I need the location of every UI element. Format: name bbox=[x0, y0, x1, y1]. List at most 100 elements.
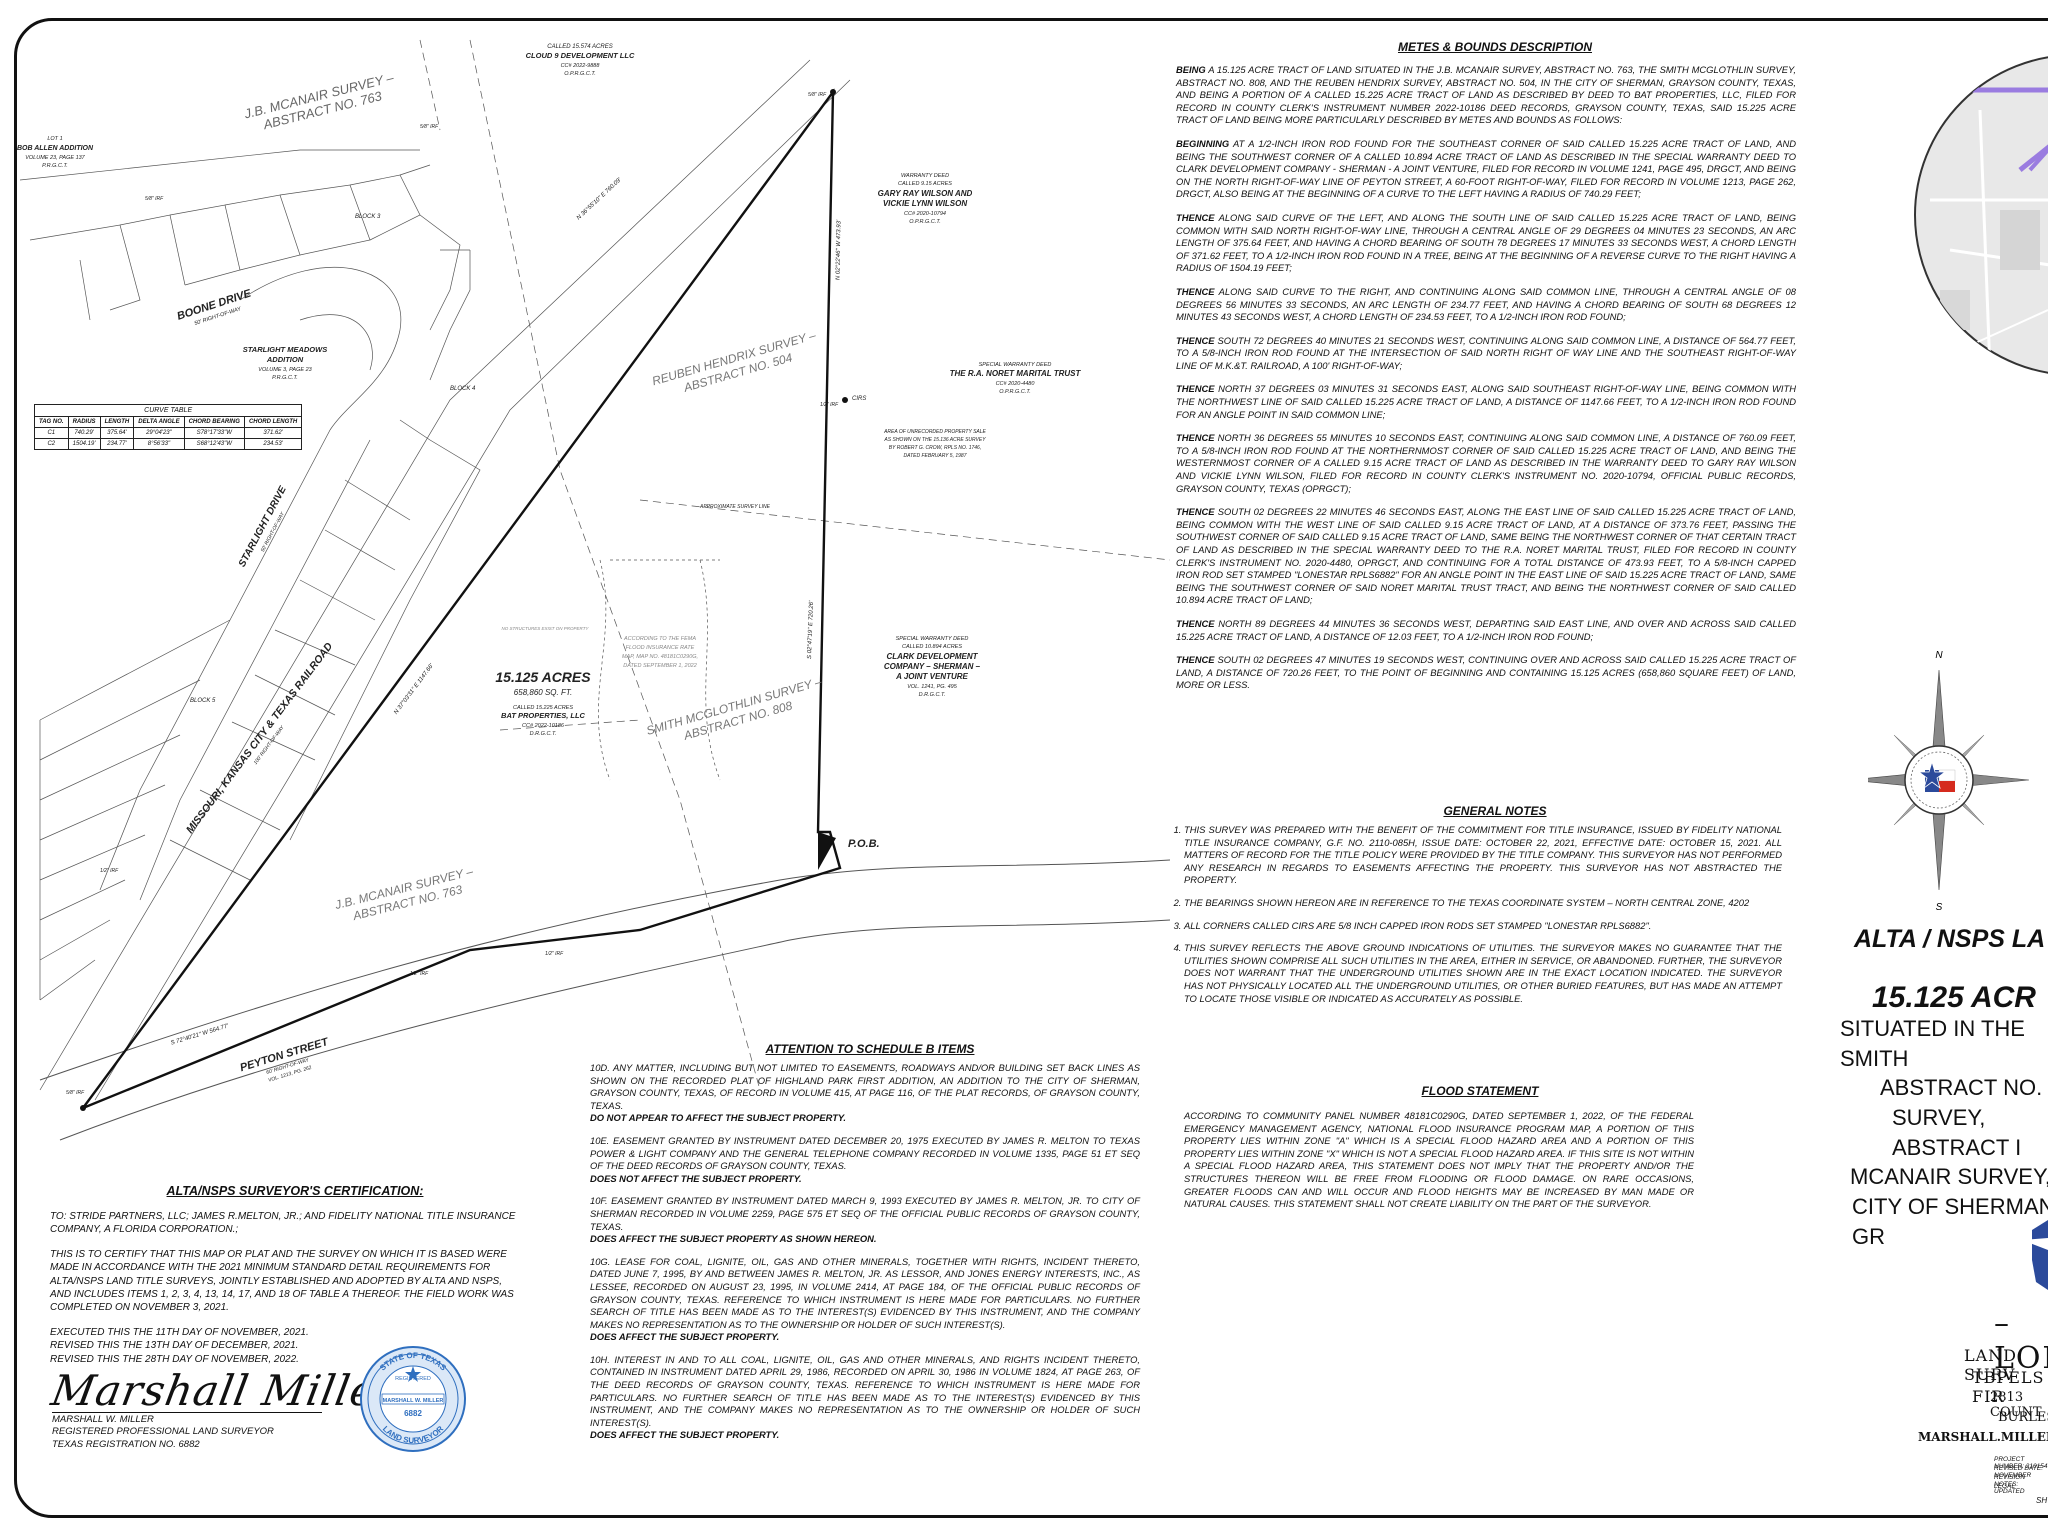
project-number: PROJECT NUMBER: 210154 bbox=[1994, 1456, 2048, 1470]
curve-cell: 29°04'23" bbox=[133, 427, 185, 439]
label-wd-ref: CC# 2020-10794 bbox=[904, 211, 946, 217]
label-cirs: CIRS bbox=[852, 396, 866, 402]
label-pob: P.O.B. bbox=[848, 838, 880, 850]
compass-s-label: S bbox=[1936, 902, 1943, 913]
curve-cell: 234.77' bbox=[99, 438, 135, 450]
north-arrow-compass: N S W bbox=[1868, 650, 2030, 913]
flood-text: ACCORDING TO COMMUNITY PANEL NUMBER 4818… bbox=[1184, 1110, 1694, 1210]
label-block5: BLOCK 5 bbox=[190, 698, 216, 704]
corner-marker bbox=[80, 1105, 86, 1111]
label-fema3: MAP, MAP NO. 48181C0290G, bbox=[622, 654, 698, 660]
corner-marker bbox=[830, 89, 836, 95]
label-cloud9: CLOUD 9 DEVELOPMENT LLC bbox=[526, 51, 635, 60]
metes-paragraph: BEING A 15.125 ACRE TRACT OF LAND SITUAT… bbox=[1176, 64, 1796, 126]
general-notes-heading: GENERAL NOTES bbox=[1443, 804, 1547, 818]
label-special-wd: SPECIAL WARRANTY DEED bbox=[979, 362, 1052, 368]
table-row: C1 740.29' 375.64' 29°04'23" S78°17'33"W… bbox=[34, 427, 303, 439]
bearing-sw: N 37°03'31" E 1147.66' bbox=[393, 662, 435, 715]
list-item: 10g. LEASE FOR COAL, LIGNITE, OIL, GAS A… bbox=[590, 1255, 1140, 1343]
metes-paragraph: THENCE NORTH 89 DEGREES 44 MINUTES 36 SE… bbox=[1176, 617, 1796, 642]
seal-name: MARSHALL W. MILLER bbox=[383, 1398, 444, 1404]
company-logo-icon bbox=[2032, 1220, 2048, 1290]
iron-rod-label: 5/8" IRF bbox=[808, 92, 827, 98]
metes-paragraph: THENCE SOUTH 72 DEGREES 40 MINUTES 21 SE… bbox=[1176, 334, 1796, 371]
title-sub2: ABSTRACT NO. 808; bbox=[1880, 1075, 2048, 1101]
pob-marker bbox=[818, 832, 836, 870]
revision-notes: REVISION NOTES: UPDATED bbox=[1994, 1474, 2026, 1495]
metes-bounds-description: BEING A 15.125 ACRE TRACT OF LAND SITUAT… bbox=[1176, 64, 1796, 703]
label-cloud9-ref: CC# 2022-9888 bbox=[561, 63, 601, 69]
metes-paragraph: THENCE SOUTH 02 DEGREES 47 MINUTES 19 SE… bbox=[1176, 654, 1796, 691]
flood-heading: FLOOD STATEMENT bbox=[1421, 1084, 1539, 1098]
label-clark-vol: VOL. 1241, PG. 495 bbox=[907, 684, 957, 690]
label-clark-ref: D.R.G.C.T. bbox=[919, 692, 946, 698]
label-vickie-wilson: VICKIE LYNN WILSON bbox=[883, 199, 968, 208]
bearing-top: N 36°55'10" E 760.09' bbox=[576, 177, 624, 222]
vicinity-map bbox=[1914, 56, 2048, 374]
schedule-b-items: 10d. ANY MATTER, INCLUDING BUT NOT LIMIT… bbox=[590, 1062, 1140, 1452]
iron-rod-label: 5/8" IRF bbox=[66, 1090, 85, 1096]
iron-rod-label: 5/8" IRF bbox=[420, 124, 439, 130]
tract-boundary bbox=[82, 88, 842, 1110]
table-row: C2 1504.19' 234.77' 8°56'33" S68°12'43"W… bbox=[34, 438, 303, 450]
label-starlight-drive: STARLIGHT DRIVE bbox=[237, 484, 289, 569]
general-notes: THIS SURVEY WAS PREPARED WITH THE BENEFI… bbox=[1172, 824, 1782, 1015]
label-acres: 15.125 ACRES bbox=[495, 669, 591, 685]
surveyor-reg: TEXAS REGISTRATION NO. 6882 bbox=[52, 1438, 200, 1450]
label-bat-ref: CC# 2022-10186 bbox=[522, 723, 565, 729]
list-item: 10h. INTEREST IN AND TO ALL COAL, LIGNIT… bbox=[590, 1353, 1140, 1441]
certification-revised: REVISED THIS THE 13TH DAY OF DECEMBER, 2… bbox=[50, 1340, 299, 1352]
label-block4: BLOCK 4 bbox=[450, 386, 476, 392]
curve-cell: 375.64' bbox=[99, 427, 135, 439]
surveyor-info: MARSHALL W. MILLER REGISTERED PROFESSION… bbox=[52, 1414, 352, 1451]
label-noret-ref: CC# 2020-4480 bbox=[996, 381, 1036, 387]
surveyor-name: MARSHALL W. MILLER bbox=[52, 1414, 154, 1425]
title-sub3: SURVEY, ABSTRACT I bbox=[1892, 1105, 2022, 1160]
list-item: THE BEARINGS SHOWN HEREON ARE IN REFEREN… bbox=[1184, 897, 1782, 910]
company-name: –LONE bbox=[1994, 1306, 2048, 1376]
list-item: ALL CORNERS CALLED CIRS ARE 5/8 INCH CAP… bbox=[1184, 920, 1782, 933]
label-cloud9-ref2: O.P.R.G.C.T. bbox=[564, 71, 595, 77]
list-item: 10f. EASEMENT GRANTED BY INSTRUMENT DATE… bbox=[590, 1195, 1140, 1245]
certification-executed: EXECUTED THIS THE 11TH DAY OF NOVEMBER, … bbox=[50, 1326, 309, 1338]
iron-rod-label: 1/2" IRF bbox=[545, 951, 564, 957]
sheet-label: SH bbox=[2036, 1496, 2048, 1505]
label-wd-ref2: O.P.R.G.C.T. bbox=[909, 219, 940, 225]
metes-heading: METES & BOUNDS DESCRIPTION bbox=[1397, 40, 1592, 54]
surveyor-signature: Marshall Miller bbox=[47, 1366, 402, 1415]
title-sub4: MCANAIR SURVEY, AB bbox=[1850, 1164, 2048, 1190]
list-item: 10d. ANY MATTER, INCLUDING BUT NOT LIMIT… bbox=[590, 1062, 1140, 1124]
seal-number: 6882 bbox=[404, 1409, 422, 1418]
bearing-west: S 02°47'19" E 720.26' bbox=[807, 600, 815, 659]
label-area-note4: DATED FEBRUARY 5, 1987 bbox=[904, 453, 967, 459]
label-no-structures: NO STRUCTURES EXIST ON PROPERTY bbox=[502, 626, 590, 631]
iron-rod-label: 1/2" IRF bbox=[410, 971, 429, 977]
curve-cell: S68°12'43"W bbox=[183, 438, 245, 450]
label-area-note2: AS SHOWN ON THE 15.136 ACRE SURVEY bbox=[883, 437, 986, 443]
title-line2: C bbox=[1852, 954, 2048, 982]
label-starlight-ref: P.R.G.C.T. bbox=[272, 375, 298, 381]
label-bat-ref2: D.R.G.C.T. bbox=[530, 731, 557, 737]
company-line3: 2813 COUNT bbox=[1990, 1390, 2042, 1420]
curve-cell: 8°56'33" bbox=[133, 438, 185, 450]
metes-paragraph: THENCE SOUTH 02 DEGREES 22 MINUTES 46 SE… bbox=[1176, 506, 1796, 606]
company-line2: TBPELS FIR bbox=[1972, 1368, 2045, 1406]
curve-table-header: RADIUS bbox=[67, 416, 101, 428]
curve-cell: C1 bbox=[34, 427, 69, 439]
iron-rod-label: 1/2" IRF bbox=[820, 402, 839, 408]
label-bob-allen: BOB ALLEN ADDITION bbox=[17, 145, 94, 152]
label-block3: BLOCK 3 bbox=[355, 214, 381, 220]
iron-rod-label: 5/8" IRF bbox=[145, 196, 164, 202]
metes-paragraph: BEGINNING AT A 1/2-INCH IRON ROD FOUND F… bbox=[1176, 137, 1796, 200]
label-clark-called: CALLED 10.894 ACRES bbox=[902, 644, 962, 650]
iron-rod-label: 1/2" IRF bbox=[100, 868, 119, 874]
metes-paragraph: THENCE NORTH 37 DEGREES 03 MINUTES 31 SE… bbox=[1176, 383, 1796, 420]
curve-cell: C2 bbox=[34, 438, 69, 450]
legal-label: LEGAL bbox=[1994, 1483, 2015, 1490]
curve-cell: S78°17'33"W bbox=[183, 427, 245, 439]
label-fema1: ACCORDING TO THE FEMA bbox=[623, 636, 696, 642]
label-starlight-meadows: STARLIGHT MEADOWS bbox=[243, 345, 327, 354]
label-clark2: COMPANY – SHERMAN – bbox=[884, 662, 981, 671]
certification-body: THIS IS TO CERTIFY THAT THIS MAP OR PLAT… bbox=[50, 1248, 514, 1314]
label-clark3: A JOINT VENTURE bbox=[895, 672, 968, 681]
